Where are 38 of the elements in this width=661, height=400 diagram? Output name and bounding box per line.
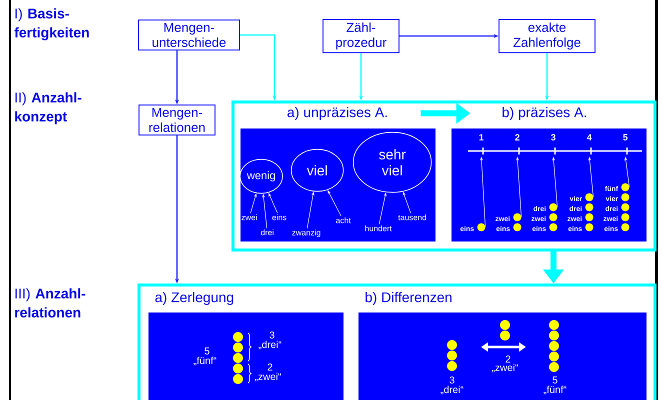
concept-box: exakte Zahlenfolge — [498, 18, 596, 54]
node-label: a) unpräzises A. — [288, 106, 387, 120]
row-heading: II) Anzahl- konzept — [15, 92, 82, 124]
node-label: b) Differenzen — [366, 292, 452, 306]
concept-box: Mengen- unterschiede — [138, 19, 240, 51]
number-label: „drei“ — [440, 386, 464, 394]
number-label: 3 — [450, 376, 454, 384]
section-frame — [138, 284, 656, 400]
tick-number: 2 — [515, 134, 520, 140]
number-word: tausend — [398, 214, 426, 220]
tick-number: 1 — [479, 134, 484, 140]
number-word: eins — [272, 214, 286, 220]
number-label: 2 — [506, 356, 510, 362]
concept-box: Zähl- prozedur — [322, 18, 400, 54]
number-label: 2 — [268, 364, 272, 370]
number-label: „fünf“ — [194, 356, 216, 366]
node-label: a) Zerlegung — [155, 292, 234, 306]
arrow — [328, 190, 342, 216]
concept-box: Mengen- relationen — [138, 104, 216, 136]
number-word: drei — [260, 229, 274, 236]
row-heading: I) Basis- fertigkeiten — [14, 8, 89, 40]
tick-number: 5 — [623, 134, 628, 140]
number-label: 3 — [270, 331, 274, 339]
number-label: 5 — [552, 376, 558, 384]
number-label: „fünf“ — [544, 386, 566, 394]
number-label: „drei“ — [258, 340, 282, 350]
section-frame — [232, 100, 656, 252]
tick-number: 3 — [551, 134, 556, 140]
number-label: „zwei“ — [492, 364, 518, 372]
tick-number: 4 — [586, 134, 592, 140]
number-word: zwei — [242, 214, 257, 220]
number-word: acht — [336, 217, 351, 224]
number-word: hundert — [365, 225, 392, 232]
number-label: 5 — [204, 348, 210, 354]
row-heading: III) Anzahl- relationen — [15, 288, 86, 318]
node-label: b) präzises A. — [502, 106, 586, 120]
number-label: „zwei“ — [255, 372, 281, 382]
number-word: zwanzig — [292, 230, 320, 238]
